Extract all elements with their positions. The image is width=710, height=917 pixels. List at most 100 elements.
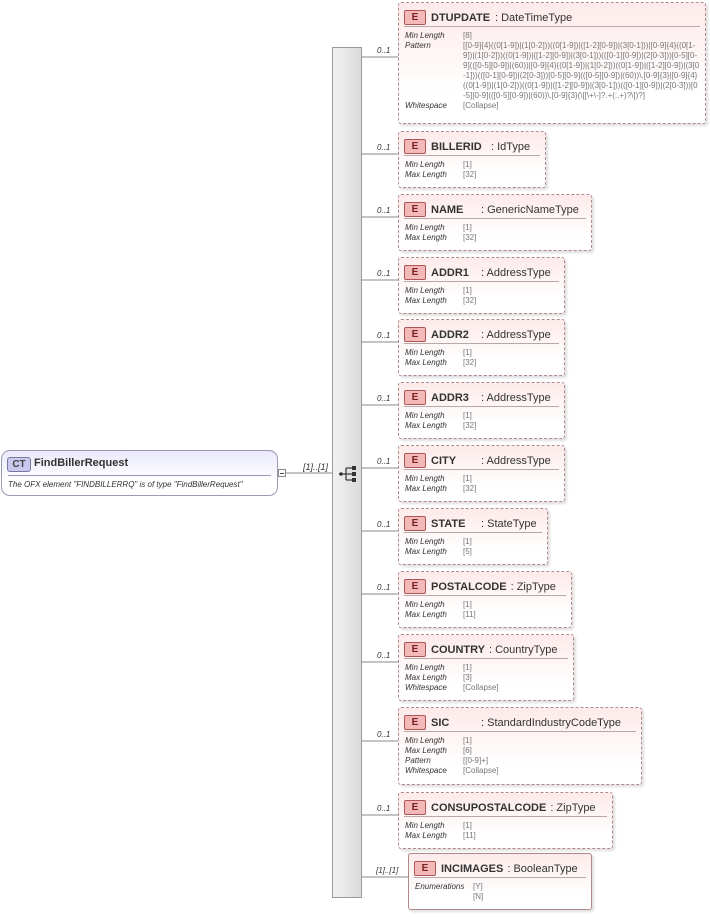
- facet-row: Min Length[1]: [405, 223, 586, 233]
- divider: [404, 406, 559, 407]
- element-type: : BooleanType: [507, 862, 578, 875]
- facet-row: Max Length[32]: [405, 233, 586, 243]
- facet-list: Min Length[1]Max Length[32]: [405, 411, 559, 431]
- facet-value: [1]: [463, 223, 472, 232]
- facet-key: Min Length: [405, 600, 445, 609]
- facet-row: Max Length[6]: [405, 746, 636, 756]
- facet-key: Max Length: [405, 484, 447, 493]
- complex-type-box[interactable]: CT FindBillerRequest The OFX element "FI…: [1, 450, 278, 496]
- element-type: : CountryType: [488, 643, 558, 656]
- facet-row: Max Length[11]: [405, 610, 566, 620]
- facet-value: [1]: [463, 411, 472, 420]
- facet-key: Min Length: [405, 537, 445, 546]
- facet-value: [Collapse]: [463, 766, 499, 775]
- facet-value: [32]: [463, 421, 477, 430]
- facet-key: Min Length: [405, 663, 445, 672]
- facet-value: [[0-9]+]: [463, 756, 489, 765]
- facet-value: [5]: [463, 547, 472, 556]
- facet-key: Max Length: [405, 233, 447, 242]
- element-type: : AddressType: [481, 266, 551, 279]
- divider: [404, 731, 636, 732]
- element-type: : StateType: [481, 517, 537, 530]
- divider: [8, 475, 271, 476]
- facet-row: Max Length[32]: [405, 170, 540, 180]
- facet-row: Max Length[32]: [405, 358, 559, 368]
- divider: [404, 816, 607, 817]
- element-type: : ZipType: [510, 580, 556, 593]
- facet-value: [1]: [463, 160, 472, 169]
- element-badge: E: [404, 202, 426, 218]
- sequence-icon[interactable]: [338, 466, 358, 482]
- element-name: POSTALCODE: [431, 580, 507, 593]
- element-type: : AddressType: [481, 454, 551, 467]
- facet-row: Min Length[1]: [405, 286, 559, 296]
- root-cardinality: [1]..[1]: [303, 462, 329, 472]
- facet-value: [1]: [463, 736, 472, 745]
- collapse-toggle[interactable]: [278, 469, 286, 477]
- element-badge: E: [404, 265, 426, 281]
- facet-key: Max Length: [405, 547, 447, 556]
- element-type: : StandardIndustryCodeType: [481, 716, 622, 729]
- facet-key: Min Length: [405, 31, 445, 40]
- facet-key: Min Length: [405, 348, 445, 357]
- facet-row: Min Length[1]: [405, 821, 607, 831]
- element-badge: E: [404, 642, 426, 658]
- facet-list: Min Length [1] Max Length [5]: [405, 537, 542, 557]
- divider: [404, 155, 540, 156]
- element-badge: E: [404, 139, 426, 155]
- divider: [404, 343, 559, 344]
- facet-key: Min Length: [405, 286, 445, 295]
- facet-list: Min Length[8]Pattern[[0-9]{4}((0[1-9])|(…: [405, 31, 700, 111]
- facet-row: Min Length [1]: [405, 537, 542, 547]
- element-cardinality: 0..1: [377, 394, 391, 403]
- element-type: : ZipType: [550, 801, 596, 814]
- element-badge: E: [404, 327, 426, 343]
- element-cardinality: 0..1: [377, 143, 391, 152]
- facet-key: Min Length: [405, 736, 445, 745]
- element-type: : AddressType: [481, 391, 551, 404]
- facet-value: [1]: [463, 663, 472, 672]
- element-badge: E: [404, 453, 426, 469]
- element-cardinality: [1]..[1]: [376, 866, 399, 875]
- divider: [404, 218, 586, 219]
- facet-value: [8]: [463, 31, 472, 40]
- facet-key: Min Length: [405, 821, 445, 830]
- complex-type-name: FindBillerRequest: [34, 457, 129, 469]
- facet-value: [[0-9]{4}((0[1-9])|(1[0-2]))((0[1-9])|([…: [463, 41, 700, 100]
- facet-row: [N]: [415, 892, 586, 902]
- element-name: INCIMAGES: [441, 862, 504, 875]
- element-cardinality: 0..1: [377, 457, 391, 466]
- facet-list: Min Length[1]Max Length[32]: [405, 286, 559, 306]
- element-type: : GenericNameType: [481, 203, 579, 216]
- facet-value: [1]: [463, 537, 472, 546]
- complex-type-documentation: The OFX element "FINDBILLERRQ" is of typ…: [8, 480, 243, 489]
- facet-value: [11]: [463, 831, 476, 840]
- facet-value: [1]: [463, 474, 472, 483]
- facet-value: [32]: [463, 484, 477, 493]
- element-name: NAME: [431, 203, 464, 216]
- facet-row: Max Length[3]: [405, 673, 568, 683]
- facet-key: Max Length: [405, 296, 447, 305]
- facet-value: [1]: [463, 600, 472, 609]
- element-badge: E: [404, 800, 426, 816]
- facet-key: Whitespace: [405, 683, 447, 692]
